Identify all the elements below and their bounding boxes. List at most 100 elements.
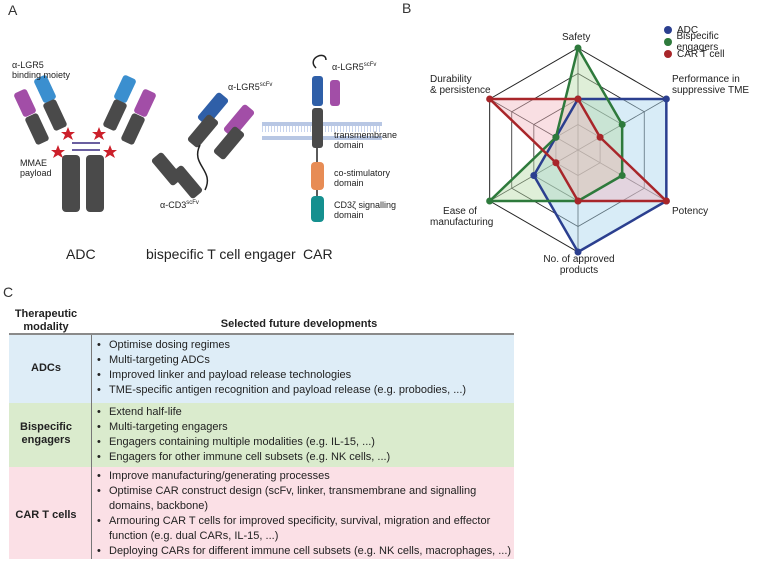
radar-point-0-3 bbox=[574, 248, 582, 256]
radar-axis-approved-line2: products bbox=[559, 265, 599, 276]
developments-table: Therapeutic modality Selected future dev… bbox=[9, 306, 514, 338]
car-lgr5-label: α-LGR5scFv bbox=[332, 60, 376, 72]
radar-axis-ease-line1: Ease of bbox=[443, 206, 477, 217]
radar-legend: ADC Bispecific engagers CAR T cell bbox=[664, 24, 758, 60]
radar-point-2-0 bbox=[574, 95, 582, 103]
adc-payload-label-line1: MMAE bbox=[20, 158, 47, 168]
car-tm-label: transmembrane domain bbox=[334, 130, 397, 150]
radar-axis-ease: Ease of manufacturing bbox=[430, 206, 493, 228]
header-modality: Therapeutic modality bbox=[9, 308, 83, 334]
adc-binding-label-line1: α-LGR5 bbox=[12, 60, 44, 70]
radar-point-1-2 bbox=[618, 172, 626, 179]
radar-point-2-1 bbox=[596, 133, 604, 141]
radar-series-fill-0 bbox=[533, 99, 667, 252]
radar-point-0-4 bbox=[530, 172, 538, 179]
legend-item-adc: ADC bbox=[664, 24, 758, 36]
radar-axis-tme-line2: suppressive TME bbox=[672, 85, 750, 96]
list-item: Multi-targeting ADCs bbox=[97, 353, 466, 368]
car-lgr5-text: α-LGR5 bbox=[332, 62, 364, 72]
radar-axis-approved-line1: No. of approved bbox=[543, 254, 615, 265]
section-adcs: ADCs Optimise dosing regimes Multi-targe… bbox=[9, 335, 514, 403]
list-item: Optimise CAR construct design (scFv, lin… bbox=[97, 484, 499, 514]
section-divider bbox=[91, 403, 92, 467]
modality-bispecific-line1: Bispecific bbox=[20, 421, 72, 433]
section-divider bbox=[91, 467, 92, 559]
list-item: Armouring CAR T cells for improved speci… bbox=[97, 514, 499, 544]
car-construct-icon bbox=[262, 54, 382, 222]
legend-item-car: CAR T cell bbox=[664, 48, 758, 60]
list-item: Deploying CARs for different immune cell… bbox=[97, 544, 511, 559]
bite-caption: bispecific T cell engager bbox=[146, 246, 296, 262]
table-header: Therapeutic modality Selected future dev… bbox=[9, 306, 514, 338]
list-item: Engagers containing multiple modalities … bbox=[97, 435, 390, 450]
adc-binding-label-line2: binding moiety bbox=[12, 70, 71, 80]
section-car-t: CAR T cells Improve manufacturing/genera… bbox=[9, 467, 514, 559]
car-tm-label-line2: domain bbox=[334, 140, 364, 150]
bite-cd3-label: α-CD3scFv bbox=[160, 198, 199, 210]
radar-point-2-4 bbox=[552, 159, 560, 167]
adc-payload-label: MMAE payload bbox=[20, 158, 52, 178]
radar-axis-durability-line2: & persistence bbox=[430, 85, 491, 96]
radar-point-1-4 bbox=[486, 197, 494, 205]
adc-antibody-icon bbox=[14, 75, 156, 212]
legend-item-bispecific: Bispecific engagers bbox=[664, 31, 758, 53]
modality-bispecific-line2: engagers bbox=[21, 434, 71, 446]
radar-axis-durability-line1: Durability bbox=[430, 74, 472, 85]
radar-axis-durability: Durability & persistence bbox=[430, 74, 491, 96]
list-item: Engagers for other immune cell subsets (… bbox=[97, 450, 390, 465]
car-cs-label-line2: domain bbox=[334, 178, 364, 188]
list-item: Improved linker and payload release tech… bbox=[97, 368, 466, 383]
header-modality-line2: modality bbox=[23, 321, 69, 333]
bite-lgr5-sup: scFv bbox=[259, 82, 273, 88]
bite-lgr5-text: α-LGR5 bbox=[228, 82, 260, 92]
header-divider bbox=[9, 333, 514, 335]
list-item: Extend half-life bbox=[97, 405, 390, 420]
adc-payload-label-line2: payload bbox=[20, 168, 52, 178]
legend-label-car: CAR T cell bbox=[677, 48, 725, 60]
legend-dot-bispecific bbox=[664, 38, 672, 46]
radar-point-1-5 bbox=[552, 133, 560, 141]
modality-adcs: ADCs bbox=[31, 362, 61, 374]
radar-axis-tme-line1: Performance in bbox=[672, 74, 740, 85]
modality-car-t: CAR T cells bbox=[15, 509, 77, 521]
modality-bispecific: Bispecific engagers bbox=[9, 421, 83, 447]
legend-dot-car bbox=[664, 50, 672, 58]
bispecific-engager-icon bbox=[151, 92, 255, 199]
panel-letter-b: B bbox=[402, 0, 412, 16]
car-signal-label-line2: domain bbox=[334, 210, 364, 220]
radar-axis-potency: Potency bbox=[672, 206, 709, 217]
radar-point-2-2 bbox=[662, 197, 670, 205]
car-cs-label-line1: co-stimulatory bbox=[334, 168, 391, 178]
list-car-t: Improve manufacturing/generating process… bbox=[97, 469, 511, 559]
car-lgr5-sup: scFv bbox=[363, 62, 377, 68]
radar-axis-tme: Performance in suppressive TME bbox=[672, 74, 749, 96]
panel-letter-a: A bbox=[8, 2, 18, 18]
car-tm-label-line1: transmembrane bbox=[334, 130, 398, 140]
radar-point-2-5 bbox=[486, 95, 494, 103]
radar-point-1-0 bbox=[574, 44, 582, 52]
section-bispecific: Bispecific engagers Extend half-life Mul… bbox=[9, 403, 514, 467]
car-signal-label-line1: CD3ζ signalling bbox=[334, 200, 396, 210]
header-developments: Selected future developments bbox=[220, 318, 378, 330]
list-item: TME-specific antigen recognition and pay… bbox=[97, 383, 466, 398]
list-adcs: Optimise dosing regimes Multi-targeting … bbox=[97, 338, 466, 398]
panel-a-illustration bbox=[14, 54, 382, 222]
radar-spoke bbox=[489, 98, 579, 151]
radar-axis-approved: No. of approved products bbox=[538, 254, 620, 276]
car-cs-label: co-stimulatory domain bbox=[334, 168, 390, 188]
list-bispecific: Extend half-life Multi-targeting engager… bbox=[97, 405, 390, 465]
list-item: Improve manufacturing/generating process… bbox=[97, 469, 511, 484]
bite-cd3-sup: scFv bbox=[186, 200, 199, 206]
radar-point-0-1 bbox=[662, 95, 670, 103]
adc-binding-label: α-LGR5 binding moiety bbox=[12, 60, 70, 80]
radar-chart bbox=[486, 44, 670, 256]
legend-label-adc: ADC bbox=[677, 24, 699, 36]
list-item: Optimise dosing regimes bbox=[97, 338, 466, 353]
radar-point-1-1 bbox=[618, 121, 626, 128]
legend-label-bispecific: Bispecific engagers bbox=[676, 31, 719, 53]
car-signal-label: CD3ζ signalling domain bbox=[334, 200, 396, 220]
radar-series-fill-1 bbox=[489, 48, 623, 201]
adc-caption: ADC bbox=[66, 246, 96, 262]
bite-lgr5-label: α-LGR5scFv bbox=[228, 80, 272, 92]
